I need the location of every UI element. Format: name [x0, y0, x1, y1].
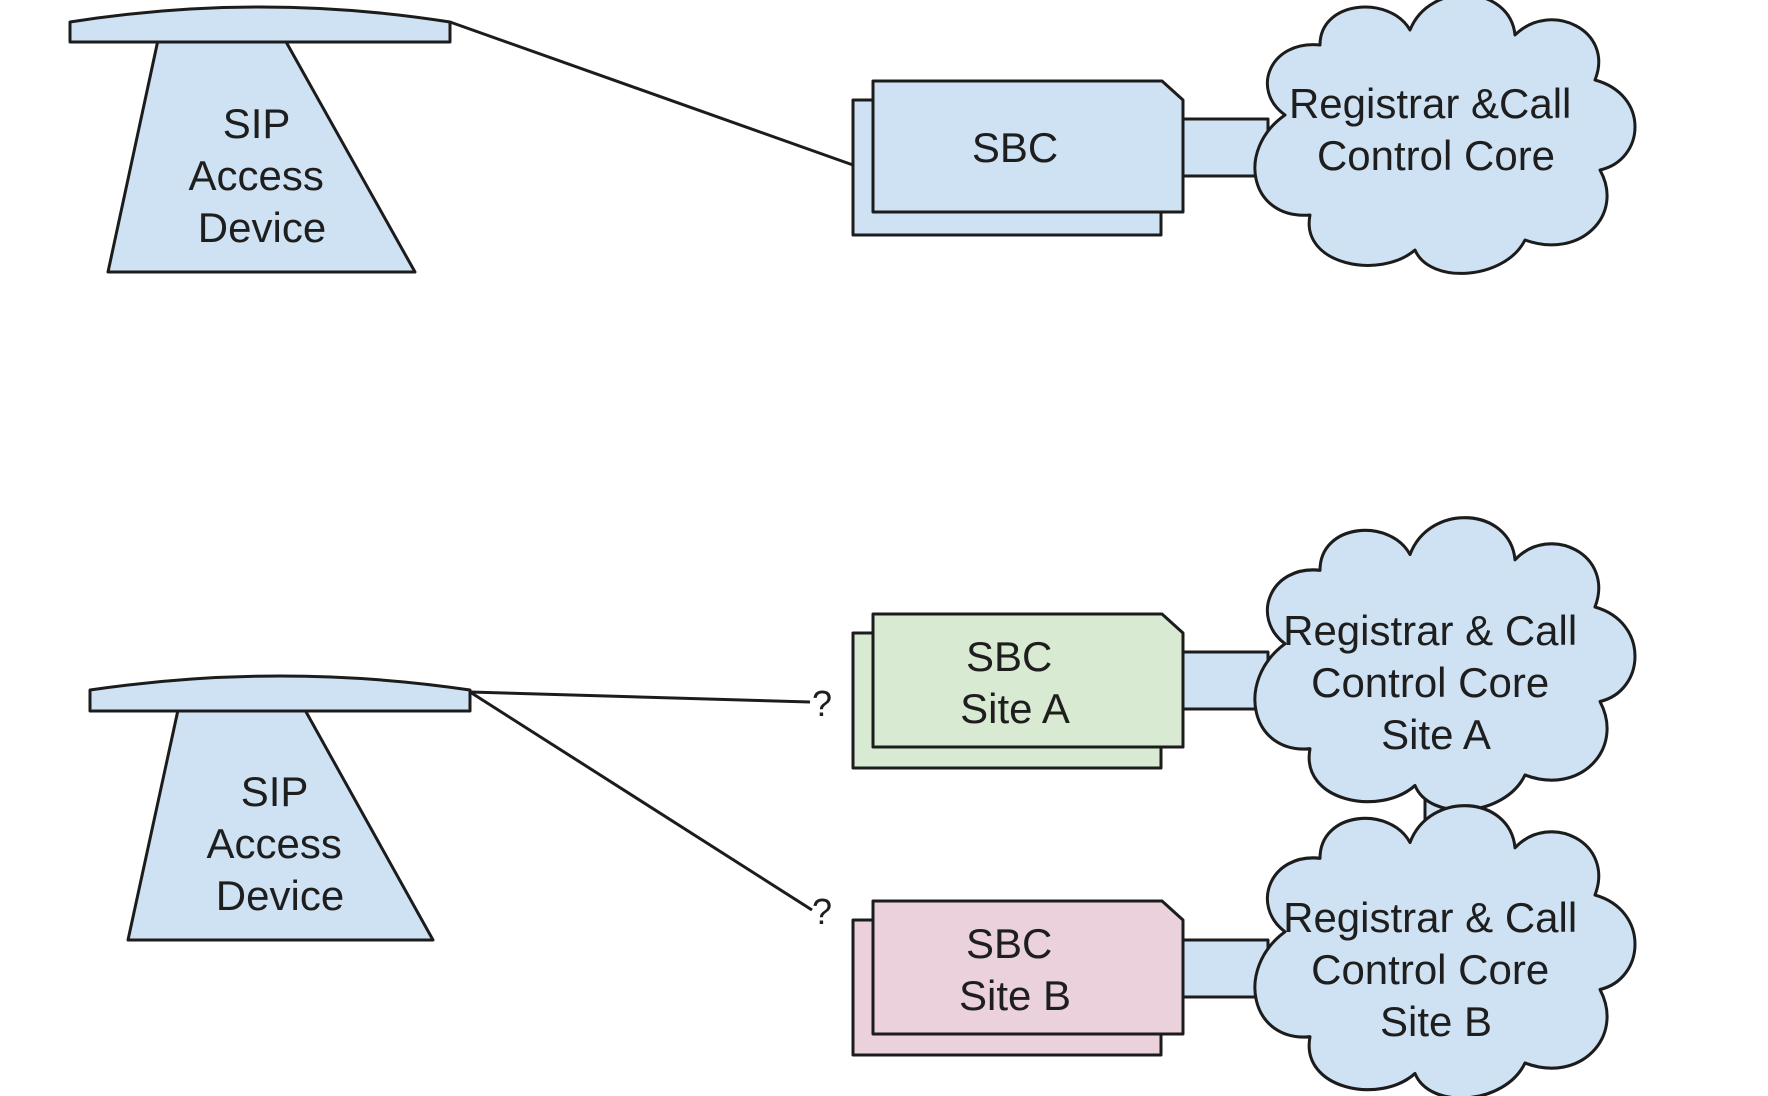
core-b-label: Registrar & Call Control Core Site B	[1283, 894, 1589, 1045]
sbc-label: SBC	[972, 124, 1058, 171]
device-to-sbc-link	[449, 20, 854, 167]
core-a-label: Registrar & Call Control Core Site A	[1283, 607, 1589, 758]
sbc-site-b: SBC Site B	[851, 899, 1185, 1057]
device-label: SIP Access Device	[188, 100, 335, 251]
device-antenna-dish	[88, 674, 472, 713]
device-antenna-dish	[68, 5, 452, 44]
top-diagram: SIP Access Device SBC Registrar &Call Co…	[68, 0, 1637, 275]
registrar-call-control-core: Registrar &Call Control Core	[1253, 0, 1637, 275]
bottom-diagram: ? ? SIP Access Device SBC Site A	[88, 516, 1637, 1096]
unknown-link-a-mark: ?	[812, 683, 832, 724]
core-label: Registrar &Call Control Core	[1289, 80, 1583, 179]
sip-access-device: SIP Access Device	[68, 5, 452, 274]
device-label: SIP Access Device	[206, 768, 353, 919]
sbc-a-label: SBC Site A	[960, 633, 1070, 732]
sip-access-device-bottom: SIP Access Device	[88, 674, 472, 942]
registrar-call-control-core-site-b: Registrar & Call Control Core Site B	[1253, 804, 1637, 1096]
registrar-call-control-core-site-a: Registrar & Call Control Core Site A	[1253, 516, 1637, 812]
sbc: SBC	[851, 79, 1185, 237]
device-to-site-b-link	[469, 690, 813, 912]
unknown-link-b-mark: ?	[812, 891, 832, 932]
sbc-b-label: SBC Site B	[959, 920, 1071, 1019]
device-to-site-a-link	[469, 690, 811, 704]
sbc-site-a: SBC Site A	[851, 612, 1185, 770]
